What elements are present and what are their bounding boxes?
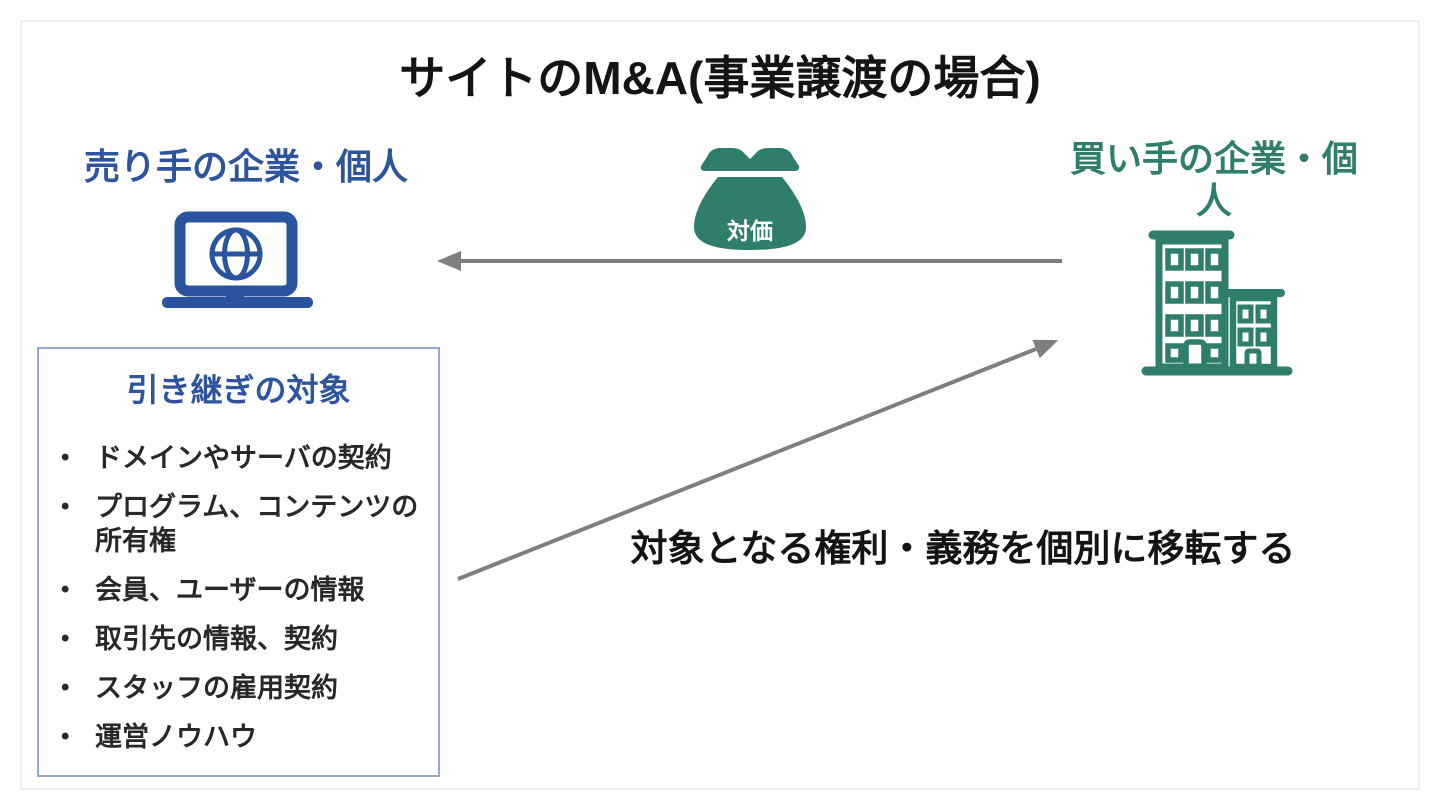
list-item-text: スタッフの雇用契約 bbox=[95, 673, 338, 703]
bullet-marker: • bbox=[61, 723, 70, 750]
list-item-text: 取引先の情報、契約 bbox=[95, 624, 338, 654]
payment-label: 対価 bbox=[727, 218, 773, 244]
seller-label: 売り手の企業・個人 bbox=[83, 146, 408, 187]
bullet-marker: • bbox=[61, 493, 70, 520]
list-item: • 運営ノウハウ bbox=[61, 720, 424, 754]
list-item-text: ドメインやサーバの契約 bbox=[95, 443, 392, 473]
slide-title: サイトのM&A(事業譲渡の場合) bbox=[399, 52, 1041, 104]
list-item: • 会員、ユーザーの情報 bbox=[61, 573, 424, 607]
laptop-globe-icon bbox=[162, 211, 313, 308]
office-building-icon bbox=[1141, 230, 1293, 376]
list-item: • 取引先の情報、契約 bbox=[61, 622, 424, 656]
list-item-text: 会員、ユーザーの情報 bbox=[95, 575, 365, 605]
transfer-box-title: 引き継ぎの対象 bbox=[126, 372, 351, 408]
list-item: • プログラム、コンテンツの所有権 bbox=[61, 490, 424, 558]
money-bag-icon bbox=[694, 148, 806, 250]
transfer-arrow bbox=[457, 339, 1059, 581]
buyer-label: 買い手の企業・個人 bbox=[1069, 138, 1358, 222]
bullet-marker: • bbox=[61, 444, 70, 471]
list-item: • スタッフの雇用契約 bbox=[61, 671, 424, 705]
bullet-marker: • bbox=[61, 625, 70, 652]
bullet-marker: • bbox=[61, 576, 70, 603]
list-item: • ドメインやサーバの契約 bbox=[61, 441, 424, 475]
transfer-target-box: 引き継ぎの対象 • ドメインやサーバの契約 • プログラム、コンテンツの所有権 … bbox=[37, 347, 440, 777]
transfer-note: 対象となる権利・義務を個別に移転する bbox=[630, 528, 1296, 569]
list-item-text: プログラム、コンテンツの所有権 bbox=[95, 492, 419, 556]
bullet-marker: • bbox=[61, 674, 70, 701]
transfer-list: • ドメインやサーバの契約 • プログラム、コンテンツの所有権 • 会員、ユーザ… bbox=[39, 441, 438, 754]
list-item-text: 運営ノウハウ bbox=[95, 722, 257, 752]
